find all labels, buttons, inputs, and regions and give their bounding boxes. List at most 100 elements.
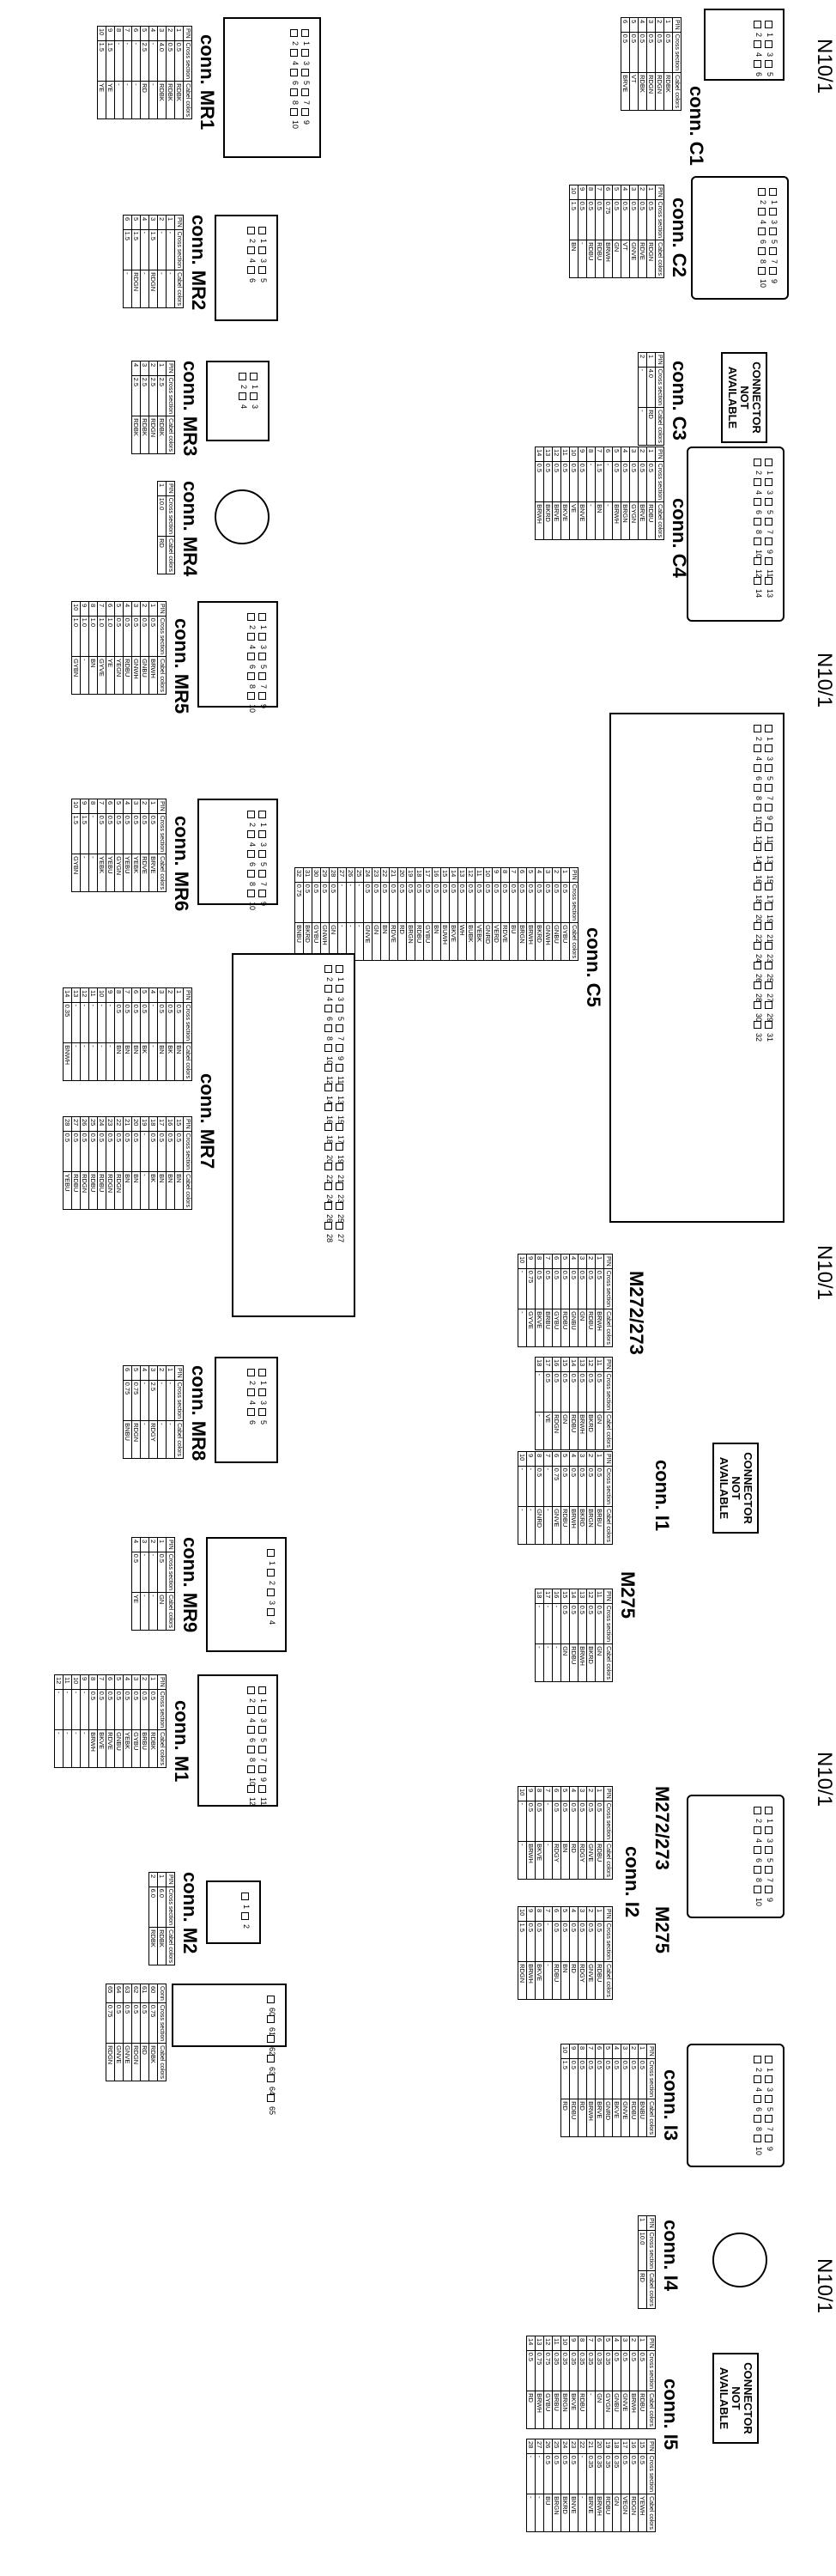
table-cell: BRVE	[552, 501, 561, 540]
table-cell: 1	[166, 215, 175, 230]
table-cell: 9	[526, 1906, 536, 1922]
pin-cavity: 28	[324, 1222, 334, 1242]
table-cell: 6	[552, 1451, 561, 1467]
table-cell: 5	[560, 1786, 570, 1801]
table-cell: 0.5	[500, 882, 510, 923]
table-cell: 0.35	[552, 2350, 561, 2391]
table-cell: RDGN	[148, 416, 158, 454]
pin-number: 3	[251, 404, 259, 410]
table-cell: YEBK	[131, 854, 141, 892]
table-cell: BRVE	[621, 72, 630, 111]
pin-number: 11	[766, 835, 774, 844]
table-cell: 5	[560, 1254, 570, 1269]
table-cell: RDBU	[71, 1171, 81, 1210]
table-cell: 16	[552, 1589, 561, 1604]
table-cell: 6	[603, 185, 613, 200]
table-cell: 0.5	[621, 2058, 630, 2099]
pin-number: 10	[754, 2147, 763, 2156]
table-cell: 0.5	[148, 1131, 158, 1172]
table-cell: 0.5	[140, 1689, 149, 1730]
table-cell: 0.5	[586, 1801, 596, 1842]
table-cell: -	[535, 1603, 544, 1644]
table-cell: 25	[552, 2439, 561, 2454]
connector-title: conn. C2	[669, 197, 690, 277]
table-cell: 0.5	[518, 882, 527, 923]
table-cell: 8	[114, 987, 124, 1003]
pin-number: 2	[759, 200, 767, 205]
table-cell: -	[88, 1042, 98, 1081]
table-cell: 0.5	[157, 1131, 167, 1172]
table-cell: BKVE	[612, 2099, 621, 2137]
table-cell: BKVE	[449, 922, 458, 961]
table-cell: VEBK	[475, 922, 484, 961]
pin-cavity: 7	[301, 88, 311, 105]
column-header: Cabel colors	[603, 1643, 613, 1682]
column-header: PIN	[655, 185, 664, 200]
table-cell: -	[80, 1729, 89, 1768]
table-cell: 8	[535, 1451, 544, 1467]
pin-cavity: 8	[247, 870, 257, 886]
table-cell: RD	[569, 1961, 579, 2000]
table-cell: -	[535, 2453, 544, 2494]
table-cell: 0.5	[423, 882, 433, 923]
table-cell: 0.5	[560, 461, 570, 502]
table-cell: 12	[80, 987, 89, 1003]
table-cell: 2	[586, 1906, 596, 1922]
table-cell: 7	[543, 1451, 553, 1467]
table-cell: YEBU	[106, 854, 115, 892]
table-cell: 0.5	[440, 882, 450, 923]
connector-title: conn. I4	[660, 2220, 682, 2292]
column-header: Cabel colors	[603, 1841, 613, 1880]
pin-cavity: 6	[247, 1726, 257, 1742]
table-cell: BKVE	[535, 1961, 544, 2000]
table-cell: 6	[123, 215, 132, 230]
table-cell: 0.35	[595, 2350, 604, 2391]
pin-cavity: 5	[258, 1726, 268, 1742]
column-header: Cabel colors	[183, 81, 192, 119]
table-cell: 0.5	[638, 32, 647, 73]
pin-number: 2	[248, 1698, 257, 1704]
table-cell: 12	[586, 1357, 596, 1372]
pin-cavity: 4	[247, 1388, 257, 1405]
pin-cavity: 7	[765, 518, 774, 534]
table-cell: RDGN	[131, 2043, 141, 2081]
table-cell: BKRD	[586, 1643, 596, 1682]
table-cell: 0.5	[131, 1689, 141, 1730]
table-cell: 0.5	[312, 882, 321, 923]
table-cell: 0.5	[123, 1689, 132, 1730]
pin-cavity: 3	[258, 246, 268, 263]
pin-cavity: 10	[247, 890, 257, 910]
table-cell: 0.5	[174, 1131, 184, 1172]
table-cell: BKVE	[535, 1841, 544, 1880]
pin-number: 10	[759, 279, 767, 289]
pin-number: 8	[754, 1878, 763, 1883]
table-cell: WH	[457, 922, 467, 961]
table-cell: 0.5	[106, 1131, 115, 1172]
table-cell: -	[80, 1689, 89, 1730]
pin-cavity: 2	[267, 1569, 276, 1585]
table-cell: BU	[509, 922, 518, 961]
table-cell: -	[586, 2391, 596, 2429]
pin-cavity: 13	[336, 1084, 345, 1104]
table-cell: 1	[595, 1906, 604, 1922]
table-cell: 10.0	[638, 2230, 647, 2271]
connector-title: conn. M2	[179, 1872, 201, 1954]
